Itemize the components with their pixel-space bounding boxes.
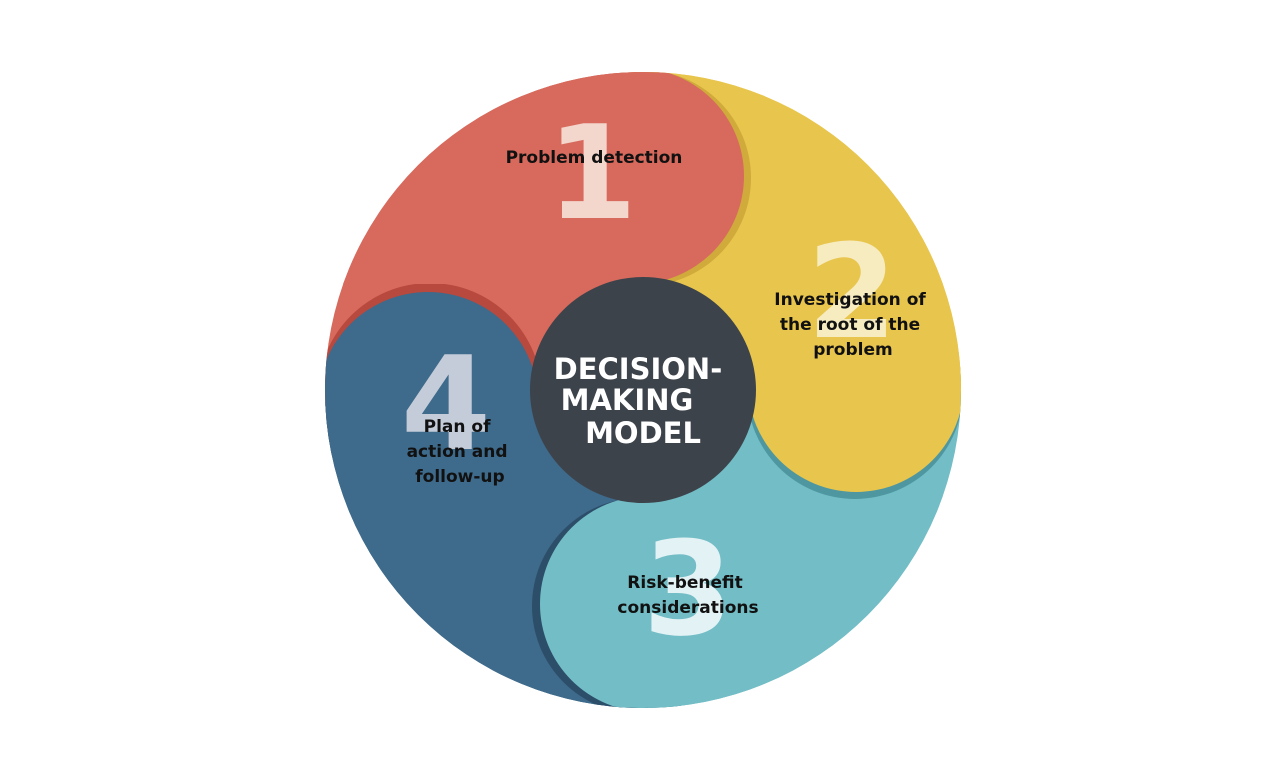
step-3-label-line: considerations xyxy=(617,598,758,618)
step-1-number: 1 xyxy=(547,97,637,249)
step-2-label: Investigation of the root of the problem xyxy=(774,290,931,360)
step-4-label-line: follow-up xyxy=(415,467,504,487)
step-2-number: 2 xyxy=(807,216,897,368)
center-title-line: MAKING xyxy=(561,383,694,417)
step-2-label-line: the root of the xyxy=(780,315,920,335)
step-2-label-line: problem xyxy=(813,340,892,360)
step-4-label-line: Plan of xyxy=(424,417,491,437)
center-circle xyxy=(530,277,756,503)
step-3-number: 3 xyxy=(643,513,733,665)
step-4-label: Plan of action and follow-up xyxy=(407,417,514,487)
center-title-line: DECISION- xyxy=(554,352,723,386)
step-4-number: 4 xyxy=(401,328,491,480)
step-1-label-line: Problem detection xyxy=(506,148,683,168)
step-3-label-line: Risk-benefit xyxy=(627,573,742,593)
step-4-label-line: action and xyxy=(407,442,508,462)
step-2-label-line: Investigation of xyxy=(774,290,926,310)
center-title: DECISION- MAKING MODEL xyxy=(554,352,733,450)
step-3-label: Risk-benefit considerations xyxy=(617,573,758,618)
center-title-line: MODEL xyxy=(585,416,701,450)
step-1-label: Problem detection xyxy=(506,148,683,168)
